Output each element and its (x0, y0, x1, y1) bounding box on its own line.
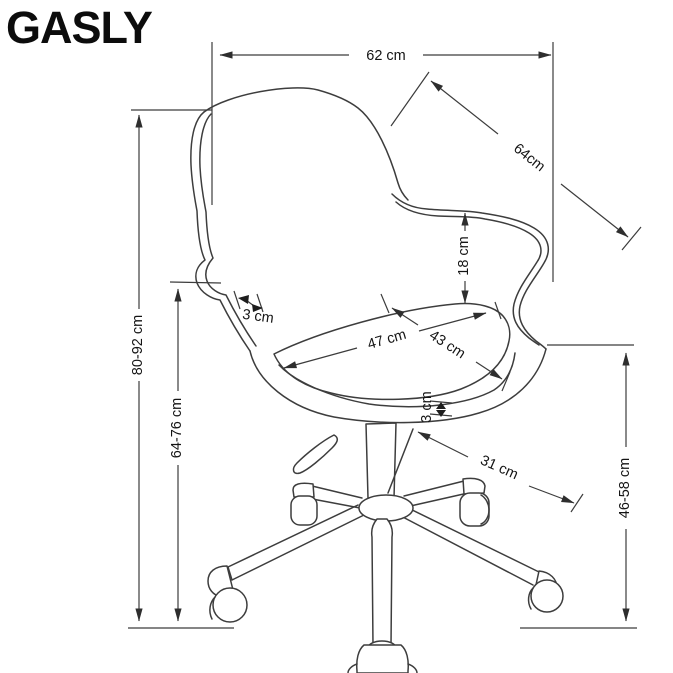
dim-label-base-leg: 31 cm (478, 453, 521, 484)
dim-overall-height-80-92: 80-92 cm (128, 109, 234, 629)
dim-label-armrest-height: 64-76 cm (169, 398, 185, 458)
chair-line-drawing (190, 87, 564, 673)
dim-backrest-diagonal-64: 64cm (390, 71, 642, 251)
dim-label-backrest-diagonal: 64cm (510, 141, 548, 176)
dim-label-width-62: 62 cm (366, 48, 406, 64)
dim-armrest-height-64-76: 64-76 cm (169, 281, 222, 622)
backrest (190, 87, 550, 352)
caster-back-right (459, 477, 490, 527)
dim-cushion-thickness-3: 3 cm (419, 391, 453, 423)
dim-base-leg-31: 31 cm (417, 431, 584, 513)
dim-backrest-height-18: 18 cm (456, 212, 472, 304)
dim-seat-height-46-58: 46-58 cm (520, 344, 637, 629)
dim-label-cushion-thickness: 3 cm (419, 391, 435, 422)
seat-cushion (273, 302, 516, 408)
dim-armrest-thickness-3: 3 cm (233, 290, 275, 327)
gas-lift-column (365, 422, 414, 499)
caster-right (527, 570, 564, 613)
dim-label-seat-height: 46-58 cm (617, 458, 633, 518)
caster-front (347, 644, 418, 673)
dim-label-armrest-thickness: 3 cm (241, 307, 274, 327)
seat-shell (249, 348, 547, 424)
gas-lift-lever (292, 434, 339, 475)
base-hub (358, 494, 414, 522)
product-title: GASLY (6, 2, 153, 53)
center-post (367, 518, 397, 656)
base-legs (227, 480, 540, 586)
caster-left (207, 565, 248, 623)
dim-width-62: 62 cm (211, 42, 554, 282)
caster-back-left (290, 482, 318, 526)
dim-label-overall-height: 80-92 cm (130, 315, 146, 375)
dim-label-backrest-height: 18 cm (456, 236, 472, 276)
